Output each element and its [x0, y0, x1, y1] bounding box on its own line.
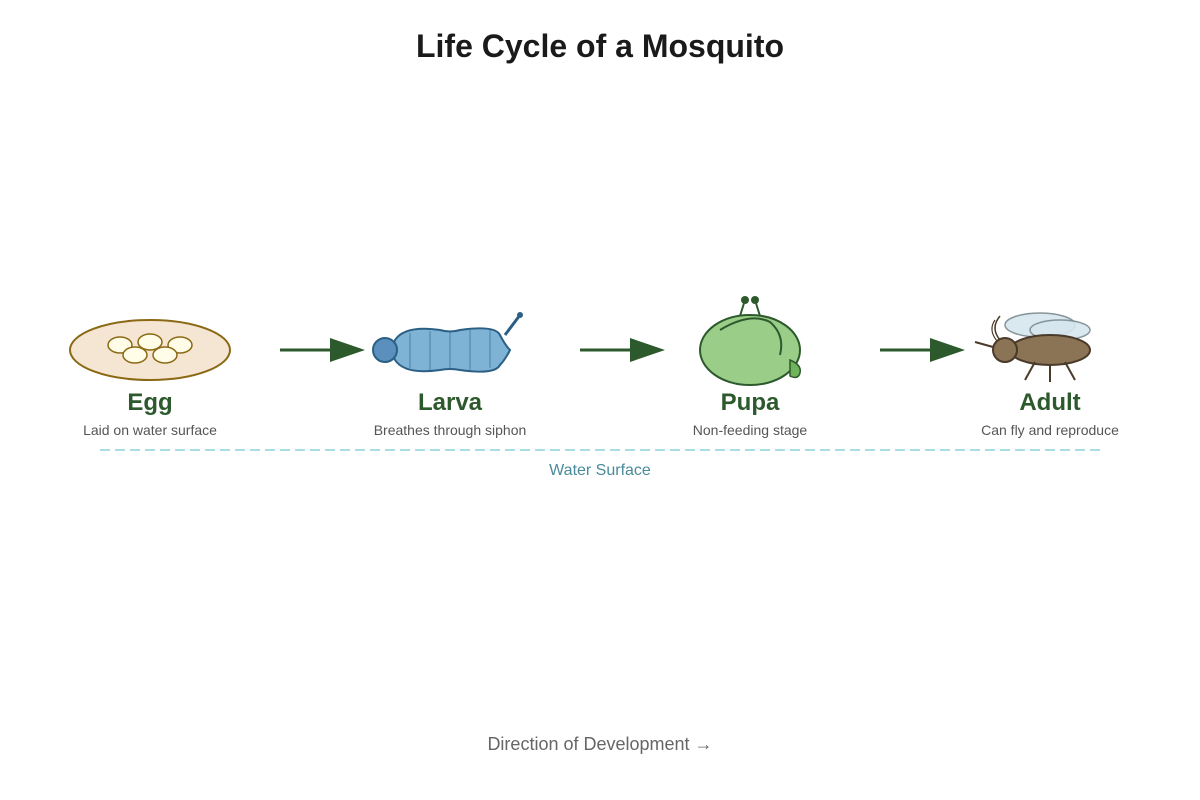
stage-label-adult: Adult [1019, 389, 1080, 416]
adult-mosquito-illustration [974, 312, 1091, 382]
arrow-pupa-to-adult [880, 338, 965, 362]
arrow-larva-to-pupa [580, 338, 665, 362]
stage-label-pupa: Pupa [721, 389, 780, 416]
egg-illustration [69, 319, 231, 381]
larva-illustration [372, 312, 523, 373]
stage-label-egg: Egg [127, 389, 172, 416]
stage-label-larva: Larva [418, 389, 483, 416]
arrow-egg-to-larva [280, 338, 365, 362]
stage-desc-egg: Laid on water surface [83, 422, 217, 438]
stage-desc-adult: Can fly and reproduce [981, 422, 1119, 438]
direction-label: Direction of Development → [487, 734, 712, 754]
stage-desc-pupa: Non-feeding stage [693, 422, 808, 438]
pupa-illustration [699, 296, 802, 386]
page-title: Life Cycle of a Mosquito [415, 28, 785, 64]
water-surface-label: Water Surface [549, 462, 651, 479]
stage-desc-larva: Breathes through siphon [374, 422, 527, 438]
